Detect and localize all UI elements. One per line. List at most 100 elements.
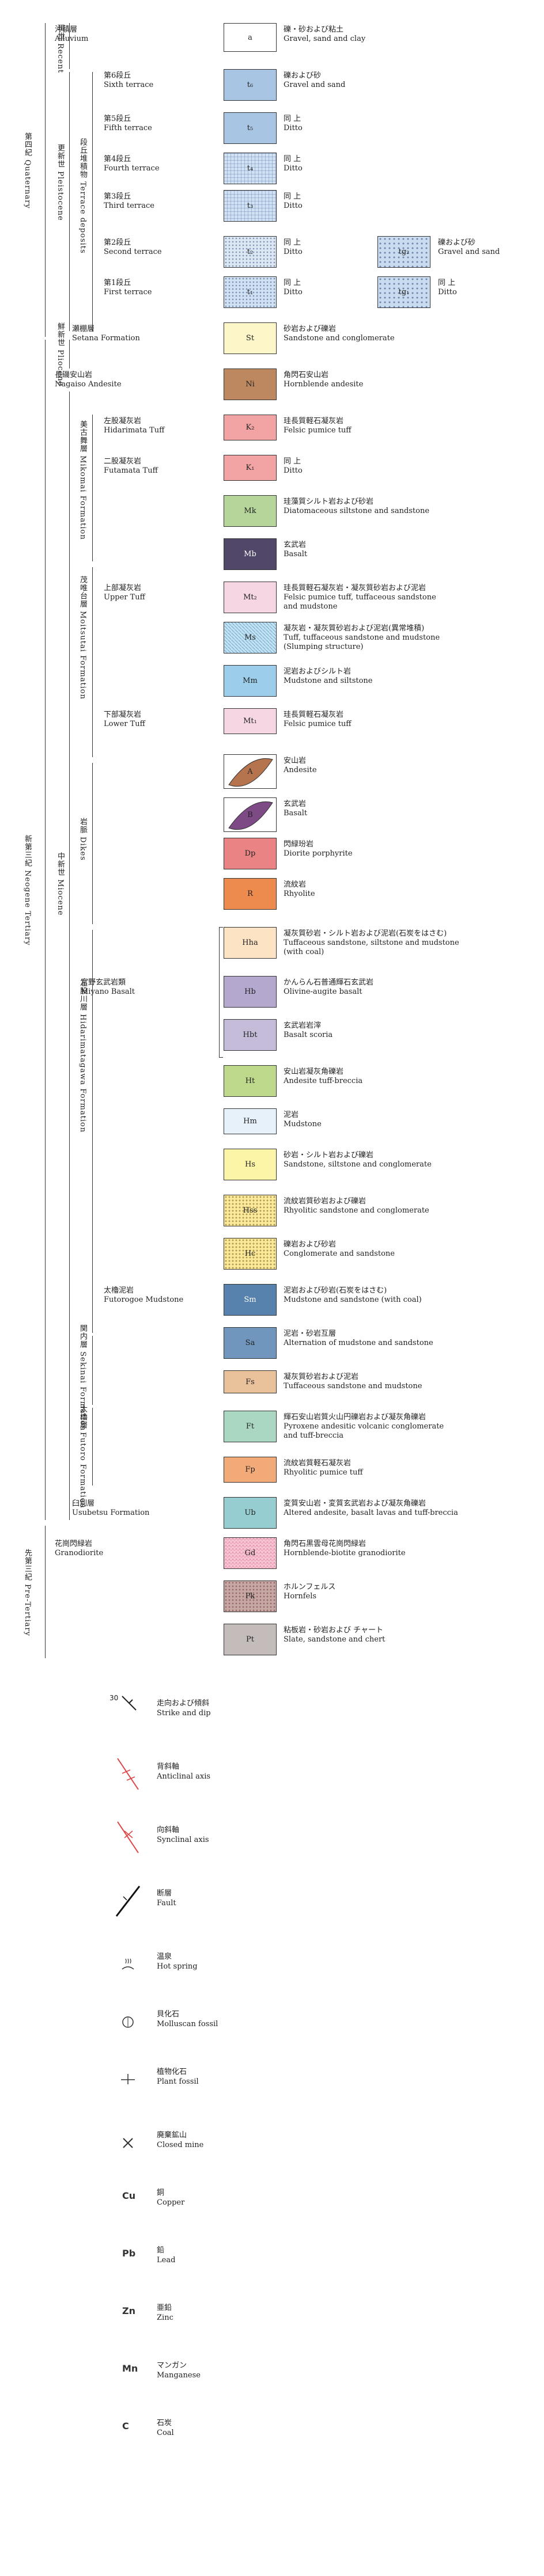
symbol-label-en: Synclinal axis	[157, 1836, 209, 1844]
hidarimatagawa-bracket	[92, 930, 93, 1333]
desc-line: 礫および砂	[438, 238, 476, 247]
unit-color-box: Ub	[224, 1497, 277, 1529]
desc-line: 珪長質軽石凝灰岩・凝灰質砂岩および泥岩	[284, 584, 426, 592]
terrace-bracket	[92, 72, 93, 331]
symbol-label-jp: 廃棄鉱山	[157, 2131, 187, 2140]
unit-color-box: Ft	[224, 1411, 277, 1442]
symbol-label-jp: 鉛	[157, 2246, 165, 2255]
desc-line: Hornblende andesite	[284, 380, 364, 389]
unit-code: t₆	[247, 81, 254, 89]
unit-code: t₂	[247, 248, 254, 256]
era-pleistocene: 更新世 Pleistocene	[56, 144, 65, 221]
era-miocene: 中新世 Miocene	[56, 852, 65, 916]
unit-label-jp: 第1段丘	[104, 279, 131, 287]
unit-code: Ni	[245, 380, 255, 389]
desc-line: 変質安山岩・変質玄武岩および凝灰角礫岩	[284, 1499, 426, 1508]
unit-label-jp: 第4段丘	[104, 155, 131, 164]
desc-line: 同 上	[284, 457, 301, 466]
coal-mark-text: C	[122, 2421, 129, 2431]
desc-line: Tuffaceous sandstone and mudstone	[284, 1382, 422, 1390]
unit-code: St	[245, 334, 255, 343]
unit-label-jp: 第6段丘	[104, 71, 131, 80]
unit-code: Mt₂	[243, 593, 257, 602]
unit-label-jp: 二股凝灰岩	[104, 457, 142, 466]
desc-line: 凝灰岩・凝灰質砂岩および泥岩(異常堆積)	[284, 624, 425, 633]
desc-line: Mudstone	[284, 1120, 322, 1129]
desc-line: Diatomaceous siltstone and sandstone	[284, 507, 430, 515]
unit-label-en: Hidarimata Tuff	[104, 426, 165, 435]
unit-label-en: Lower Tuff	[104, 720, 145, 728]
unit-label-en: Third terrace	[104, 202, 154, 210]
unit-color-box: Mk	[224, 495, 277, 527]
desc-line: Mudstone and sandstone (with coal)	[284, 1295, 422, 1304]
era-sekinai: 関内層 Sekinai Formation	[78, 1324, 87, 1431]
unit-label-en: Upper Tuff	[104, 593, 145, 602]
desc-line: Rhyolite	[284, 890, 315, 898]
unit-label-en: Setana Formation	[72, 334, 140, 343]
desc-line: 砂岩・シルト岩および礫岩	[284, 1151, 374, 1160]
unit-code: Sa	[245, 1339, 255, 1347]
desc-line: Felsic pumice tuff	[284, 426, 352, 435]
copper-mark: Cu	[109, 2182, 150, 2222]
unit-color-box: Sm	[224, 1284, 277, 1316]
desc-line: Gravel and sand	[438, 248, 500, 256]
unit-color-box: Dp	[224, 838, 277, 869]
molluscan-fossil-icon-holder	[109, 2004, 150, 2044]
unit-label-en: Fifth terrace	[104, 124, 152, 132]
unit-color-box: t₅	[224, 112, 277, 144]
unit-color-box: K₁	[224, 455, 277, 481]
desc-line: Andesite	[284, 766, 317, 774]
manganese-mark-text: Mn	[122, 2363, 138, 2374]
unit-label-en: Miyano Basalt	[81, 987, 135, 996]
unit-label-jp: 沖積層	[55, 25, 78, 34]
unit-code: Gd	[244, 1549, 256, 1557]
desc-line: ホルンフェルス	[284, 1583, 336, 1591]
unit-label-en: Nagaiso Andesite	[55, 380, 122, 389]
unit-code: Fs	[245, 1377, 255, 1386]
desc-line: Basalt	[284, 809, 308, 818]
neogene-bracket	[45, 340, 46, 1520]
desc-line: 同 上	[284, 238, 301, 247]
unit-code: Fp	[245, 1465, 255, 1474]
unit-color-box-secondary: tg₁	[377, 276, 430, 308]
desc-line: (with coal)	[284, 948, 324, 956]
desc-line: (Slumping structure)	[284, 643, 364, 651]
symbol-label-jp: 銅	[157, 2189, 165, 2197]
unit-label-jp: 臼別層	[72, 1499, 95, 1508]
unit-label-en: Granodiorite	[55, 1549, 104, 1557]
desc-line: 珪藻質シルト岩および砂岩	[284, 497, 374, 506]
unit-color-box: t₁	[224, 276, 277, 308]
symbol-label-en: Molluscan fossil	[157, 2020, 218, 2028]
closed-mine-icon	[123, 2138, 133, 2148]
unit-code: Ft	[245, 1422, 255, 1431]
unit-code: Mk	[244, 507, 256, 515]
desc-line: 玄武岩岩滓	[284, 1021, 322, 1030]
desc-line: 砂岩および礫岩	[284, 325, 337, 333]
unit-label-en: First terrace	[104, 288, 152, 297]
era-terrace-deposits: 段丘堆積物 Terrace deposits	[78, 138, 87, 254]
unit-code: Mb	[244, 550, 256, 558]
unit-color-box: a	[224, 23, 277, 52]
unit-code: A	[247, 767, 253, 776]
desc-line: 同 上	[284, 192, 301, 201]
desc-line: Sandstone, siltstone and conglomerate	[284, 1160, 432, 1169]
plant-fossil-icon-holder	[109, 2061, 150, 2102]
desc-line: Ditto	[284, 466, 303, 475]
desc-line: 珪長質軽石凝灰岩	[284, 711, 344, 719]
desc-line: Ditto	[284, 164, 303, 173]
